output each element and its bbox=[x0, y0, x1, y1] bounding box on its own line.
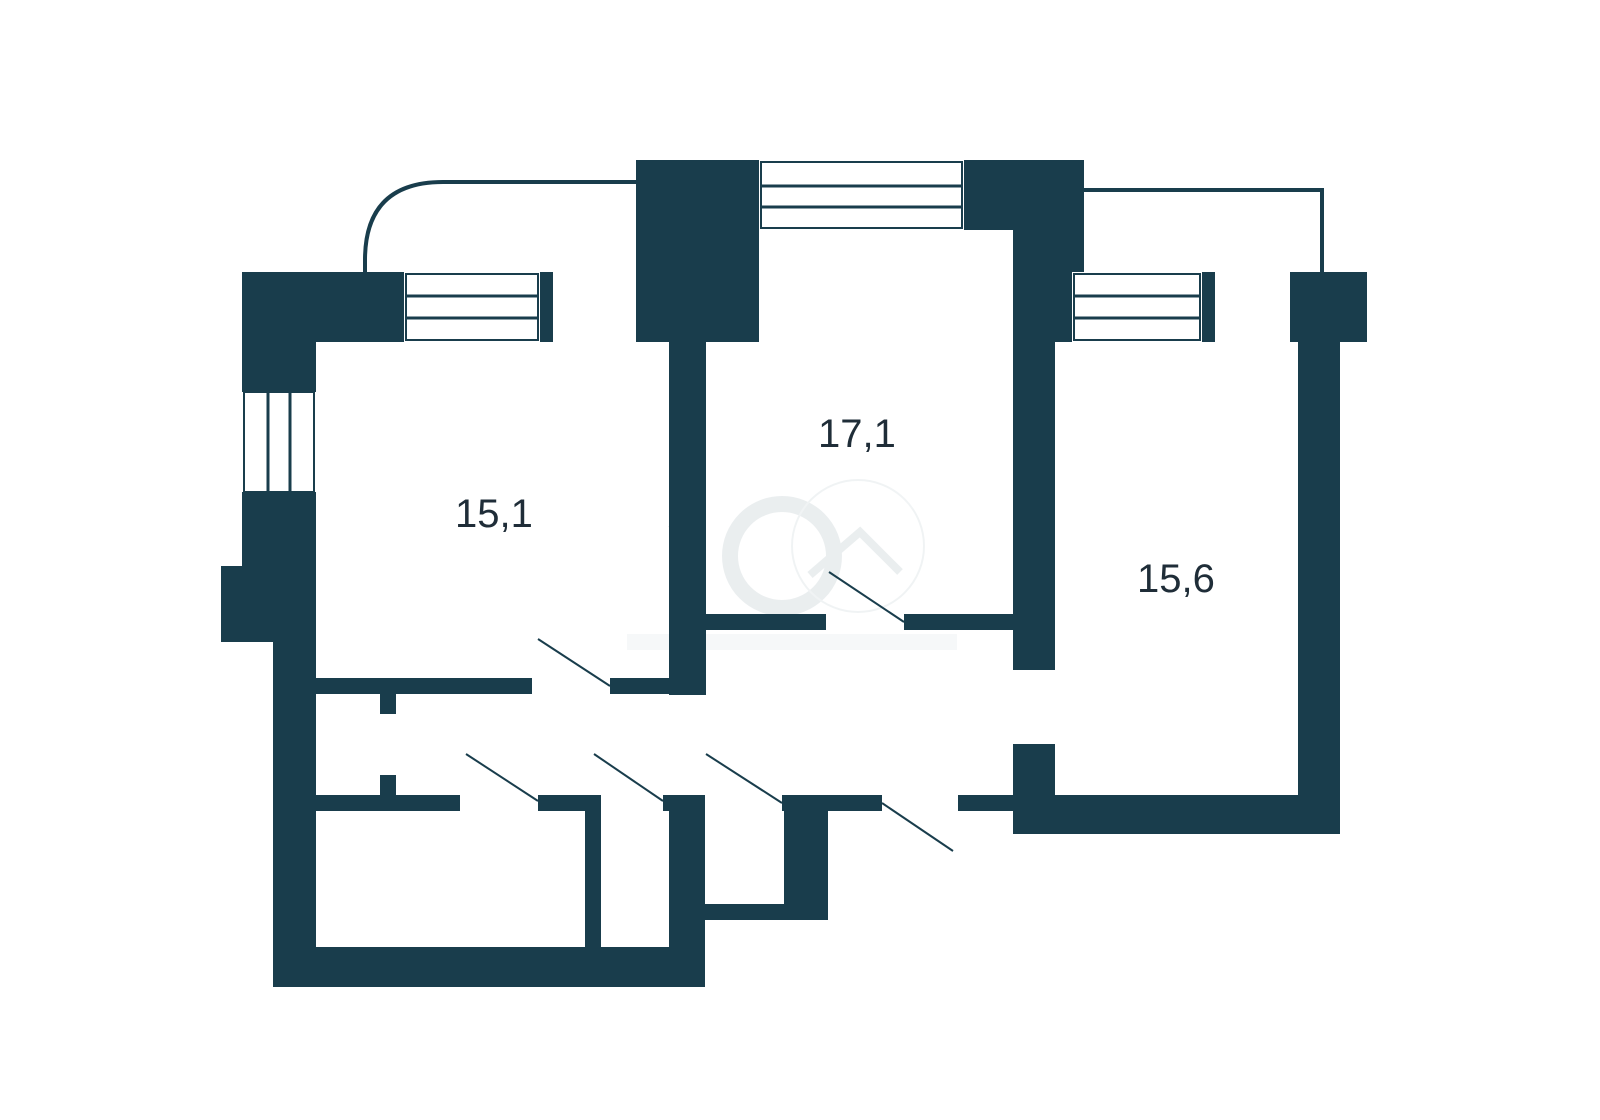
room-area-center: 17,1 bbox=[818, 412, 896, 456]
doors bbox=[465, 571, 954, 852]
window-left bbox=[243, 391, 315, 493]
door-corridor-3 bbox=[705, 753, 783, 804]
room-area-left: 15,1 bbox=[455, 492, 533, 536]
windows bbox=[243, 161, 1201, 493]
window-top-right bbox=[1073, 273, 1201, 341]
window-top-left bbox=[405, 273, 539, 341]
balcony-left bbox=[363, 180, 636, 272]
door-entrance bbox=[881, 802, 954, 852]
door-corridor-2 bbox=[593, 753, 664, 802]
walls bbox=[221, 160, 1367, 987]
balcony-right bbox=[1084, 188, 1324, 273]
door-room-center bbox=[828, 571, 905, 623]
door-room-left bbox=[537, 638, 611, 687]
room-area-right: 15,6 bbox=[1137, 557, 1215, 601]
door-corridor-1 bbox=[465, 753, 539, 802]
window-top-center bbox=[760, 161, 963, 229]
